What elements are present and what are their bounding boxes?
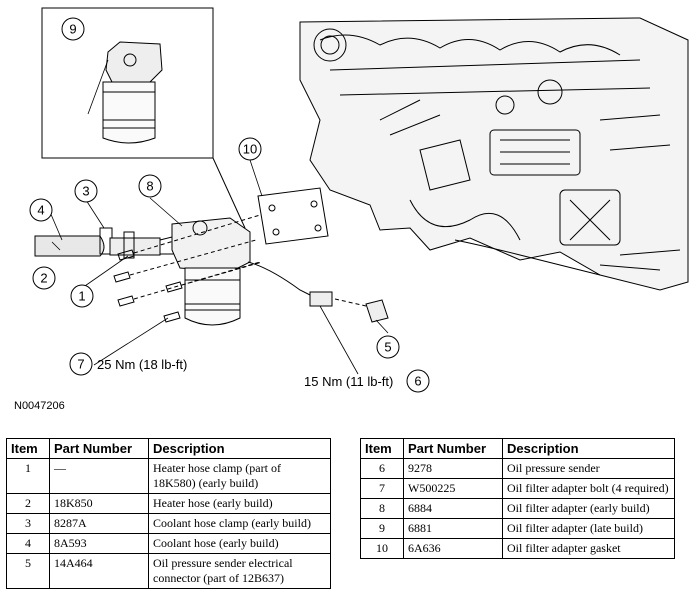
callout-label-8: 8 [146,179,153,194]
bolt-icons [113,249,183,323]
part-number-cell: 8287A [49,513,149,534]
figure-id: N0047206 [14,400,65,412]
callout-5 [376,335,400,359]
description-cell: Oil pressure sender electrical connector… [148,553,331,589]
part-number-cell: 9278 [403,458,503,479]
callout-circles [29,17,430,393]
item-cell: 8 [360,498,404,519]
description-cell: Heater hose clamp (part of 18K580) (earl… [148,458,331,494]
callout-label-6: 6 [414,374,421,389]
column-header-item: Item [6,438,50,459]
item-cell: 2 [6,493,50,514]
item-cell: 1 [6,458,50,494]
item-cell: 3 [6,513,50,534]
description-cell: Heater hose (early build) [148,493,331,514]
callout-9 [61,17,85,41]
callout-4 [29,198,53,222]
table-header-row: Item Part Number Description [6,438,331,459]
item-cell: 6 [360,458,404,479]
torque-spec-6: 15 Nm (11 lb-ft) [304,374,393,389]
callout-label-10: 10 [243,142,257,157]
callout-leader-lines [49,59,389,375]
description-cell: Oil pressure sender [502,458,675,479]
parts-table-right: Item Part Number Description 6 9278 Oil … [360,438,675,559]
callout-6 [406,369,430,393]
description-cell: Oil filter adapter gasket [502,538,675,559]
description-cell: Oil filter adapter (early build) [502,498,675,519]
callout-label-4: 4 [37,203,44,218]
table-row: 4 8A593 Coolant hose (early build) [6,533,331,554]
table-row: 10 6A636 Oil filter adapter gasket [360,538,675,559]
description-cell: Oil filter adapter bolt (4 required) [502,478,675,499]
callout-label-2: 2 [40,271,47,286]
description-cell: Coolant hose clamp (early build) [148,513,331,534]
table-row: 8 6884 Oil filter adapter (early build) [360,498,675,519]
callout-labels: 1 2 3 4 5 6 7 8 9 10 [37,22,421,389]
component-illustrations [34,187,389,326]
callout-label-7: 7 [77,357,84,372]
part-number-cell: 18K850 [49,493,149,514]
column-header-description: Description [502,438,675,459]
callout-3 [74,179,98,203]
part-number-cell: 6881 [403,518,503,539]
part-number-cell: 6A636 [403,538,503,559]
exploded-parts-diagram: 1 2 3 4 5 6 7 8 9 10 25 Nm (18 lb-ft) 15… [29,7,689,393]
parts-table-left: Item Part Number Description 1 — Heater … [6,438,331,589]
callout-label-3: 3 [82,184,89,199]
engine-block-illustration [299,17,689,291]
table-row: 6 9278 Oil pressure sender [360,458,675,479]
table-row: 1 — Heater hose clamp (part of 18K580) (… [6,458,331,494]
part-number-cell: W500225 [403,478,503,499]
table-row: 2 18K850 Heater hose (early build) [6,493,331,514]
part-number-cell: — [49,458,149,494]
part-number-cell: 14A464 [49,553,149,589]
late-build-inset [41,7,246,229]
item-cell: 4 [6,533,50,554]
part-number-cell: 8A593 [49,533,149,554]
item-cell: 7 [360,478,404,499]
callout-7 [69,352,93,376]
column-header-item: Item [360,438,404,459]
callout-10 [238,137,262,161]
column-header-part-number: Part Number [49,438,149,459]
table-row: 5 14A464 Oil pressure sender electrical … [6,553,331,589]
callout-1 [70,284,94,308]
table-header-row: Item Part Number Description [360,438,675,459]
part-number-cell: 6884 [403,498,503,519]
callout-2 [32,266,56,290]
item-cell: 5 [6,553,50,589]
callout-8 [138,174,162,198]
item-cell: 9 [360,518,404,539]
description-cell: Coolant hose (early build) [148,533,331,554]
item-cell: 10 [360,538,404,559]
callout-label-9: 9 [69,22,76,37]
callout-label-5: 5 [384,340,391,355]
table-row: 3 8287A Coolant hose clamp (early build) [6,513,331,534]
callout-label-1: 1 [78,289,85,304]
column-header-description: Description [148,438,331,459]
torque-spec-7: 25 Nm (18 lb-ft) [97,357,187,372]
table-row: 9 6881 Oil filter adapter (late build) [360,518,675,539]
description-cell: Oil filter adapter (late build) [502,518,675,539]
column-header-part-number: Part Number [403,438,503,459]
table-row: 7 W500225 Oil filter adapter bolt (4 req… [360,478,675,499]
